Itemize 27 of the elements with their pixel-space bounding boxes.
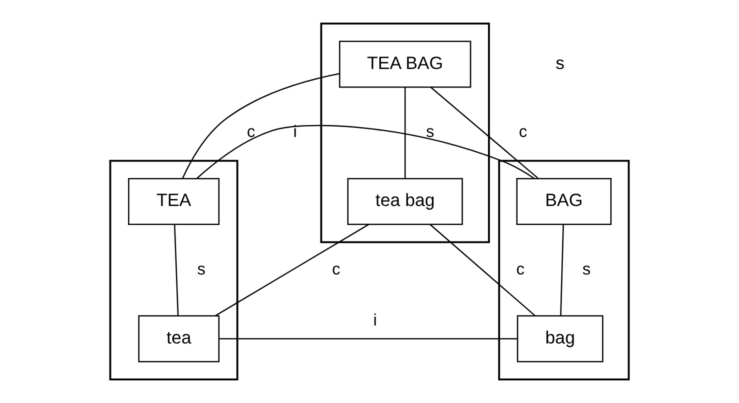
connector: [196, 124, 535, 180]
connector: [430, 86, 538, 179]
edge-label: c: [246, 122, 256, 142]
node-box: BAG: [516, 178, 612, 225]
cluster: [498, 160, 630, 380]
edge-label: c: [518, 122, 528, 142]
connector: [560, 224, 564, 316]
connector: [218, 338, 518, 340]
node-box: bag: [516, 315, 604, 362]
edge-label: s: [426, 122, 434, 142]
label: s: [556, 52, 565, 73]
edge-label: i: [373, 310, 377, 330]
cluster: [320, 22, 490, 244]
edge-label: c: [516, 259, 525, 278]
node-box: TEA BAG: [339, 40, 472, 88]
node-box: tea: [138, 315, 220, 362]
edge-label: i: [293, 122, 297, 142]
connector: [215, 224, 370, 316]
node-box: TEA: [128, 178, 220, 225]
edge-label: c: [332, 259, 340, 278]
edge-label: s: [582, 259, 591, 278]
connector: [404, 87, 406, 178]
cluster: [109, 160, 238, 380]
edge-label: s: [197, 259, 206, 278]
connector: [182, 73, 340, 179]
node-box: tea bag: [347, 178, 463, 225]
connector: [174, 224, 179, 316]
